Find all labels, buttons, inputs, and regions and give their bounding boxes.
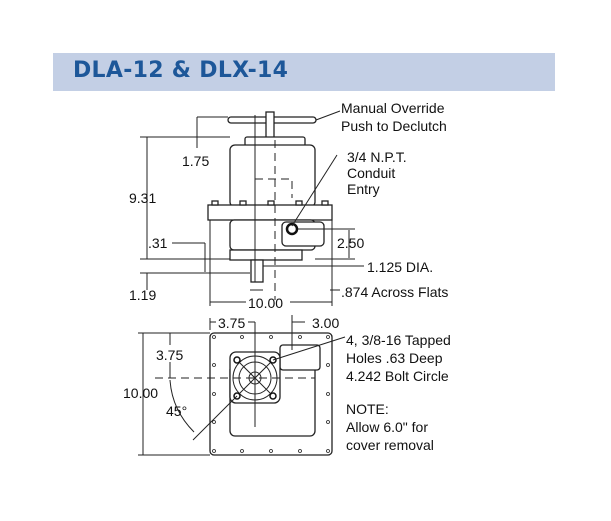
dim-874-across-flats: .874 Across Flats [341, 284, 448, 300]
dim-height-10-00: 10.00 [123, 385, 158, 401]
side-view: Manual Override Push to Declutch 3/4 N.P… [129, 100, 448, 311]
plate-holes [212, 335, 330, 453]
dim-1-125-dia: 1.125 DIA. [367, 259, 433, 275]
conduit-box-bottom [279, 344, 321, 371]
upper-housing [229, 144, 316, 208]
header-band: DLA-12 & DLX-14 [53, 53, 555, 91]
dim-2-50: 2.50 [337, 235, 364, 251]
dim-9-31: 9.31 [129, 190, 156, 206]
base [229, 249, 303, 261]
conduit-label-3: Entry [347, 181, 380, 197]
dim-0-31: .31 [148, 235, 168, 251]
push-to-declutch-label: Push to Declutch [341, 118, 447, 134]
output-shaft [250, 259, 264, 283]
bottom-view: 3.75 3.00 3.75 10.00 45° 4, 3/8-16 Tappe… [123, 315, 451, 456]
conduit-label-2: Conduit [347, 165, 395, 181]
note-line-1: Allow 6.0" for [346, 419, 428, 435]
conduit-label-1: 3/4 N.P.T. [347, 149, 407, 165]
conduit-entry [285, 222, 299, 236]
dim-3-00: 3.00 [312, 315, 339, 331]
override-shaft [265, 111, 275, 139]
angle-45: 45° [166, 403, 187, 419]
dim-width-10-00: 10.00 [248, 295, 283, 311]
flange [207, 204, 333, 221]
tapped-holes-label-3: 4.242 Bolt Circle [346, 368, 449, 384]
page-title: DLA-12 & DLX-14 [73, 58, 289, 83]
tapped-holes-label-2: Holes .63 Deep [346, 350, 443, 366]
tapped-holes-label-1: 4, 3/8-16 Tapped [346, 332, 451, 348]
dim-3-75-horizontal: 3.75 [218, 315, 245, 331]
note-heading: NOTE: [346, 401, 389, 417]
flange-bolts [211, 200, 329, 206]
dim-3-75-vertical: 3.75 [156, 347, 183, 363]
dim-1-75: 1.75 [182, 153, 209, 169]
dim-1-19: 1.19 [129, 287, 156, 303]
manual-override-label: Manual Override [341, 100, 445, 116]
note-line-2: cover removal [346, 437, 434, 453]
